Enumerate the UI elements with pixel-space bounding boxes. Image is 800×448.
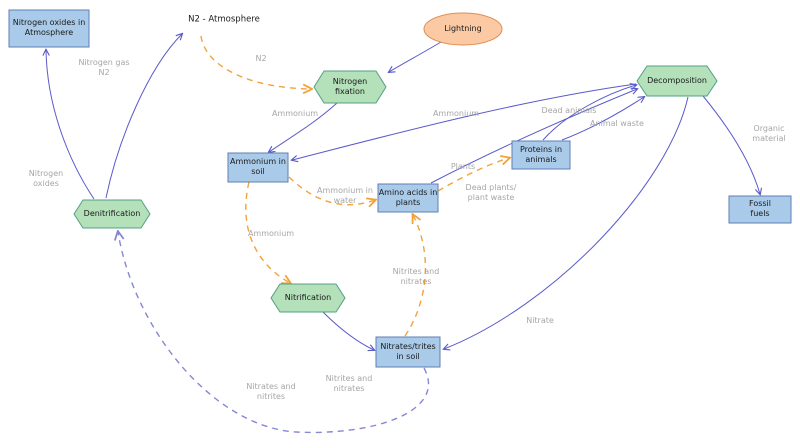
arrow-denitrification-to-nitrogen-oxides [46,50,95,200]
node-denitrification[interactable] [73,199,151,229]
node-nitrogen-fixation[interactable] [313,70,387,104]
node-nitrogen-oxides-in-atmosphere[interactable] [8,9,90,48]
arrow-decomposition-to-nitrates-in-soil [444,96,689,349]
arrow-decomposition-to-fossil-fuels [702,95,760,194]
arrow-nitrification-to-nitrates-in-soil [322,311,374,350]
node-decomposition[interactable] [636,65,718,97]
node-fossil-fuels[interactable] [728,195,792,224]
arrow-nitrates-in-soil-to-amino-acids [404,215,427,337]
arrow-decomposition-to-ammonium-in-soil [292,83,637,160]
node-lightning[interactable] [423,12,503,46]
node-nitrification[interactable] [270,283,346,313]
arrow-ammonium-in-soil-to-nitrification [245,181,290,283]
arrow-animal-waste-to-decomposition [561,97,644,141]
node-nitrates-in-soil[interactable] [375,336,441,368]
arrow-lightning-to-nitrogen-fixation [389,41,442,72]
arrow-amino-acids-to-decomposition [430,89,637,184]
arrow-ammonium-in-soil-to-amino-acids [288,176,375,205]
node-amino-acids-in-plants[interactable] [377,183,439,213]
node-ammonium-in-soil[interactable] [227,152,289,183]
node-proteins-in-animals[interactable] [511,140,571,170]
arrow-nitrates-in-soil-to-denitrification [118,232,430,434]
arrow-n2-atmosphere-to-nitrogen-fixation [200,35,311,89]
arrow-amino-acids-to-proteins-in-animals [437,158,509,192]
arrow-dead-animals-to-decomposition [542,85,636,141]
arrow-nitrogen-fixation-to-ammonium-in-soil [269,102,338,152]
arrow-denitrification-to-n2-atmosphere [105,34,182,199]
